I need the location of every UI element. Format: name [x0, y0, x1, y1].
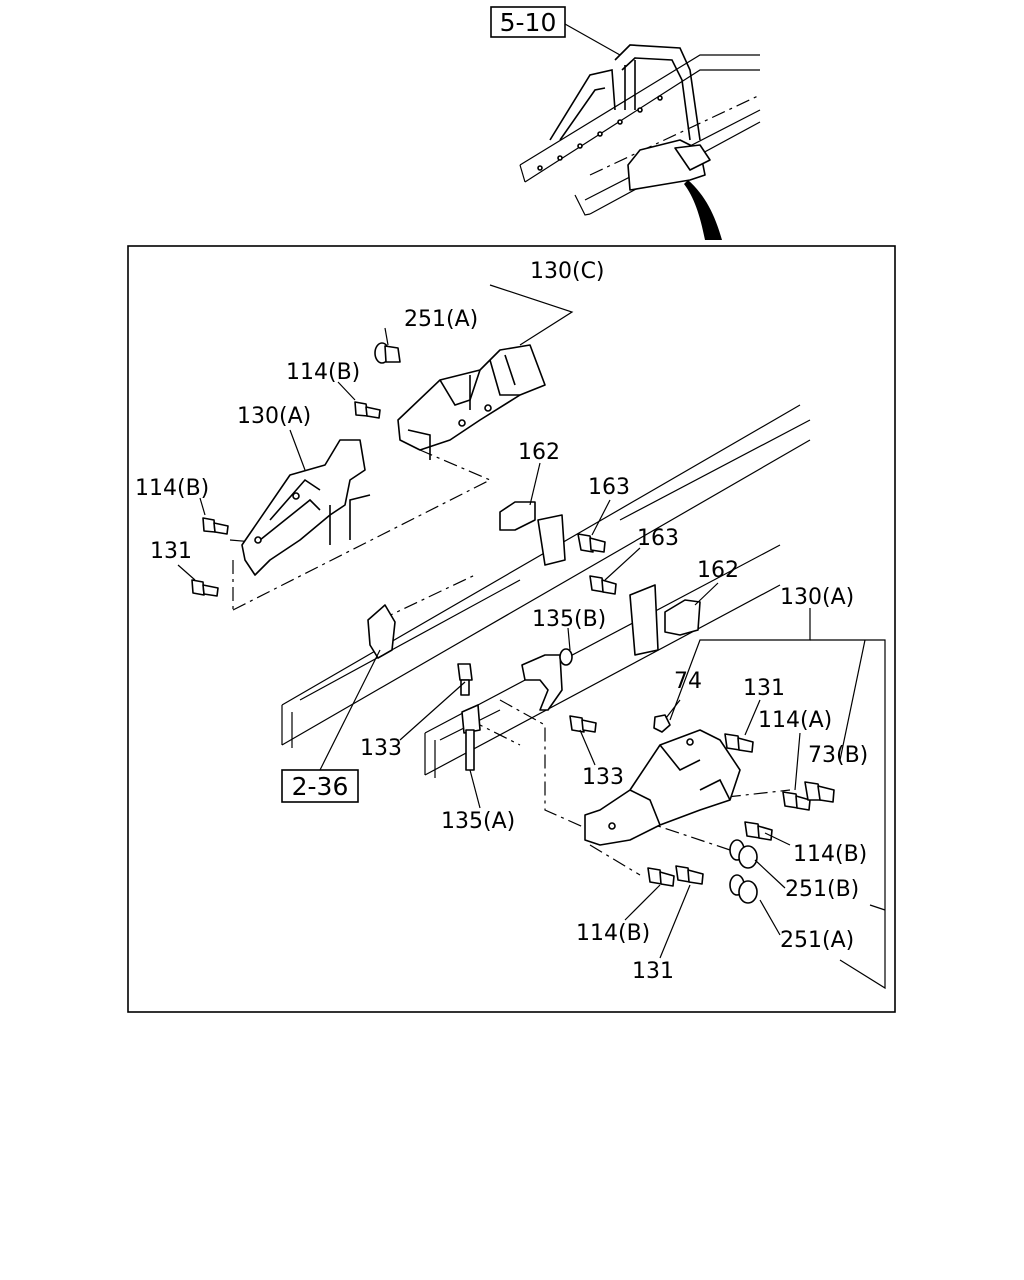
bracket-130a-right [584, 729, 741, 846]
callout-135a: 135(A) [441, 809, 515, 834]
callout-114b-bottom: 114(B) [576, 921, 650, 946]
callout-163-top: 163 [588, 475, 630, 500]
ref-box-2-36[interactable]: 2-36 [281, 769, 359, 803]
callout-labels: 130(C) 251(A) 114(B) 130(A) 114(B) 131 1… [135, 259, 868, 984]
callout-130a-left: 130(A) [237, 404, 311, 429]
callout-131-bottom: 131 [632, 959, 674, 984]
frame-holes [537, 95, 663, 171]
callout-162-right: 162 [697, 558, 739, 583]
bracket-135b [521, 648, 573, 711]
callout-251a-top: 251(A) [404, 307, 478, 332]
callout-114b-right: 114(B) [793, 842, 867, 867]
callout-130a-right: 130(A) [780, 585, 854, 610]
bracket-130a-left [241, 439, 371, 576]
detail-frame [127, 245, 896, 1013]
ref-box-2-36-text: 2-36 [292, 772, 349, 801]
callout-74: 74 [674, 669, 702, 694]
bracket-135a [461, 704, 481, 771]
frame-rail [281, 404, 811, 778]
callout-135b: 135(B) [532, 607, 606, 632]
callout-114a: 114(A) [758, 708, 832, 733]
ref-box-5-10-text: 5-10 [500, 8, 557, 37]
bracket-162-right [629, 584, 701, 656]
callout-114b-top: 114(B) [286, 360, 360, 385]
callout-131-right: 131 [743, 676, 785, 701]
bracket-2-36-part [367, 604, 396, 659]
callout-251b: 251(B) [785, 877, 859, 902]
bracket-162-top [499, 501, 566, 566]
callout-130c: 130(C) [530, 259, 605, 284]
callout-114b-left: 114(B) [135, 476, 209, 501]
callout-163-mid: 163 [637, 526, 679, 551]
callout-73b: 73(B) [808, 743, 868, 768]
overview-chassis-sketch [519, 44, 761, 240]
ref-box-5-10[interactable]: 5-10 [490, 6, 566, 38]
bracket-130c [397, 344, 546, 460]
callout-162-top: 162 [518, 440, 560, 465]
callout-133-right: 133 [582, 765, 624, 790]
callout-251a-bottom: 251(A) [780, 928, 854, 953]
callout-133-left: 133 [360, 736, 402, 761]
callout-leaders [177, 284, 886, 990]
callout-131-left: 131 [150, 539, 192, 564]
